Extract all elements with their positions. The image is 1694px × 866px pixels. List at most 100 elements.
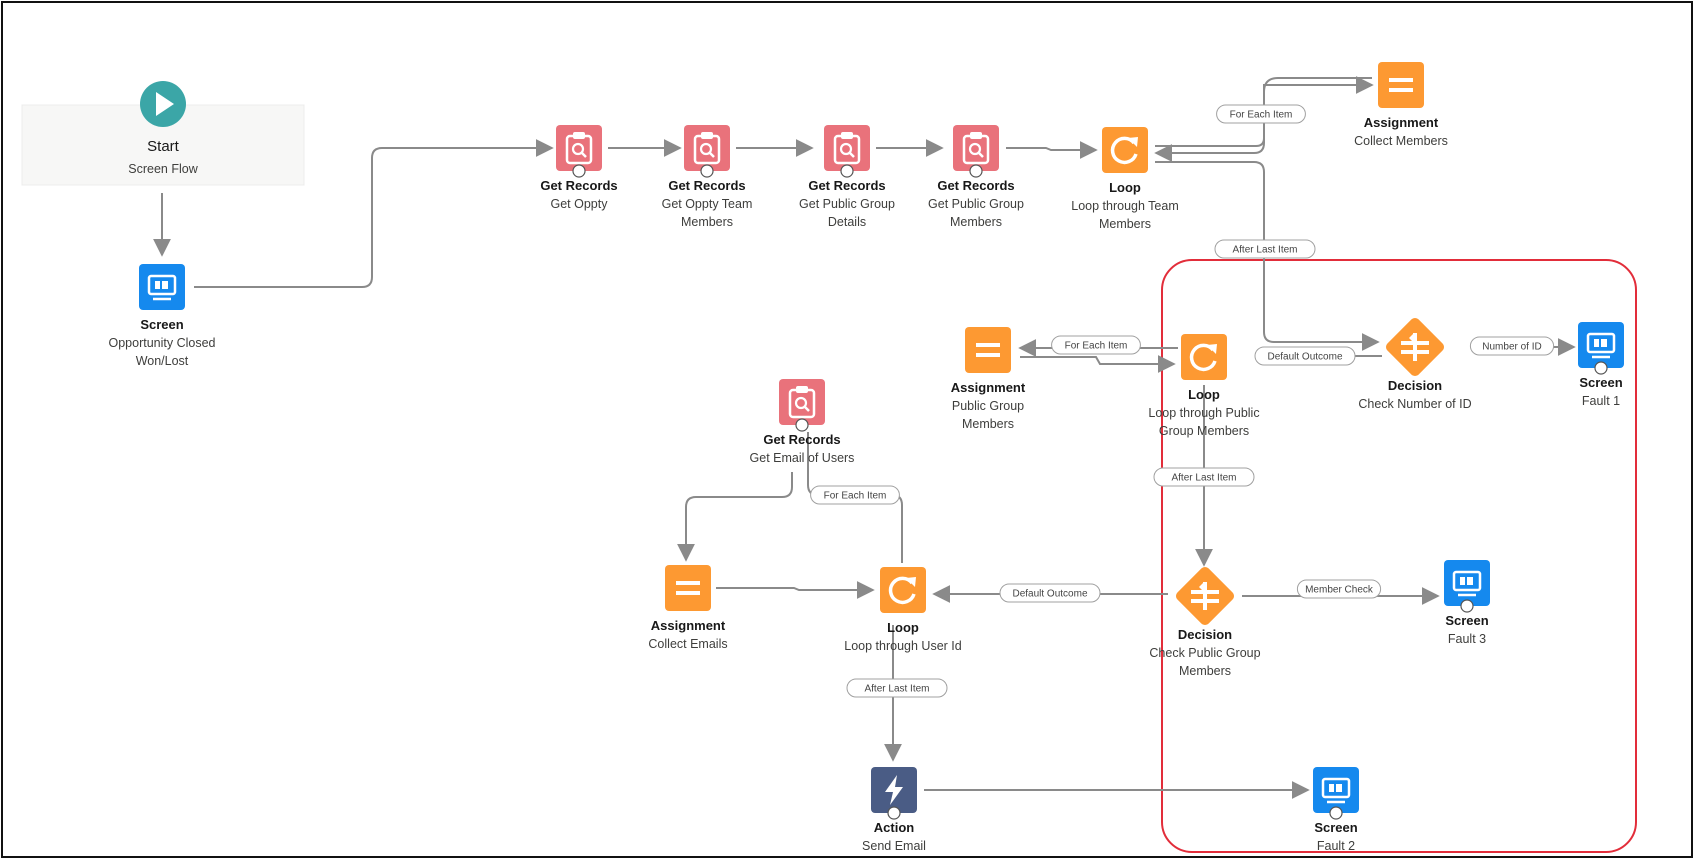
get-records-icon [565, 132, 593, 165]
connector-handle-icon[interactable] [1460, 599, 1474, 613]
connector-screen-getoppty [194, 139, 554, 288]
node-subtitle: Get Public Group [799, 197, 895, 211]
node-subtitle: Public Group [952, 399, 1024, 413]
node-title: Assignment [651, 618, 726, 633]
node-subtitle: Details [828, 215, 866, 229]
connector-label-afterlast-user[interactable]: After Last Item [846, 678, 948, 698]
node-title: Loop [1188, 387, 1220, 402]
node-subtitle: Fault 1 [1582, 394, 1620, 408]
connector-label-afterlast-pg[interactable]: After Last Item [1153, 467, 1255, 487]
connector-label-foreach-user[interactable]: For Each Item [810, 485, 900, 505]
get-records-icon [833, 132, 861, 165]
node-subtitle: Opportunity Closed [108, 336, 215, 350]
assignment-icon [676, 581, 700, 595]
assignment-icon [976, 343, 1000, 357]
connector-handle-icon[interactable] [840, 164, 854, 178]
connector-label-afterlast-team[interactable]: After Last Item [1214, 239, 1316, 259]
connector-label-default-id[interactable]: Default Outcome [1254, 346, 1356, 366]
node-title: Decision [1178, 627, 1232, 642]
connector-label-default-pg[interactable]: Default Outcome [999, 583, 1101, 603]
label-pill [1051, 335, 1141, 355]
node-subtitle: Fault 2 [1317, 839, 1355, 853]
loop-icon [1189, 343, 1217, 372]
node-title: Get Records [808, 178, 885, 193]
node-subtitle: Members [1179, 664, 1231, 678]
node-subtitle: Loop through User Id [844, 639, 961, 653]
node-title: Screen [1314, 820, 1357, 835]
connector-handle-icon[interactable] [969, 164, 983, 178]
connector-label-foreach-team[interactable]: For Each Item [1216, 104, 1306, 124]
connector-handle-icon[interactable] [572, 164, 586, 178]
node-subtitle: Get Oppty Team [662, 197, 753, 211]
connector-assign-loopteam [1156, 77, 1372, 153]
node-subtitle: Members [681, 215, 733, 229]
label-pill [1296, 579, 1382, 599]
start-node[interactable]: Start Screen Flow [21, 81, 305, 186]
node-title: Loop [887, 620, 919, 635]
node-title: Get Records [763, 432, 840, 447]
node-title: Assignment [1364, 115, 1439, 130]
connector-getemail-assignemails [677, 472, 793, 562]
label-pill [846, 678, 948, 698]
connector-handle-icon[interactable] [887, 806, 901, 820]
connector-handle-icon[interactable] [1594, 361, 1608, 375]
node-subtitle: Fault 3 [1448, 632, 1486, 646]
node-subtitle: Collect Members [1354, 134, 1448, 148]
assignment-icon [1389, 78, 1413, 92]
get-records-icon [962, 132, 990, 165]
loop-shape [1181, 334, 1227, 380]
label-pill [1214, 239, 1316, 259]
start-title: Start [147, 138, 180, 155]
label-text: After Last Item [1232, 245, 1297, 256]
connector-handle-icon[interactable] [700, 164, 714, 178]
action-icon [885, 775, 903, 805]
get-records-icon [788, 386, 816, 419]
connector-pgmembers-loopteam [1006, 141, 1098, 159]
node-subtitle: Get Email of Users [750, 451, 855, 465]
node-title: Screen [1445, 613, 1488, 628]
connector-label-membercheck[interactable]: Member Check [1296, 579, 1382, 599]
label-pill [1153, 467, 1255, 487]
highlight-box [1161, 259, 1637, 853]
node-title: Decision [1388, 378, 1442, 393]
node-subtitle: Won/Lost [136, 354, 189, 368]
get-records-icon [693, 132, 721, 165]
label-pill [810, 485, 900, 505]
connector-label-numberofid[interactable]: Number of ID [1469, 336, 1555, 356]
connector-handle-icon[interactable] [1329, 806, 1343, 820]
label-pill [1254, 346, 1356, 366]
node-subtitle: Get Oppty [551, 197, 609, 211]
node-title: Get Records [540, 178, 617, 193]
label-text: For Each Item [824, 491, 887, 502]
start-subtitle: Screen Flow [128, 162, 198, 176]
connector-handle-icon[interactable] [795, 418, 809, 432]
label-pill [1216, 104, 1306, 124]
connector-label-foreach-pg[interactable]: For Each Item [1051, 335, 1141, 355]
node-subtitle: Members [1099, 217, 1151, 231]
decision-icon [1401, 333, 1429, 361]
assignment-shape [1378, 62, 1424, 108]
loop-icon [888, 576, 916, 605]
